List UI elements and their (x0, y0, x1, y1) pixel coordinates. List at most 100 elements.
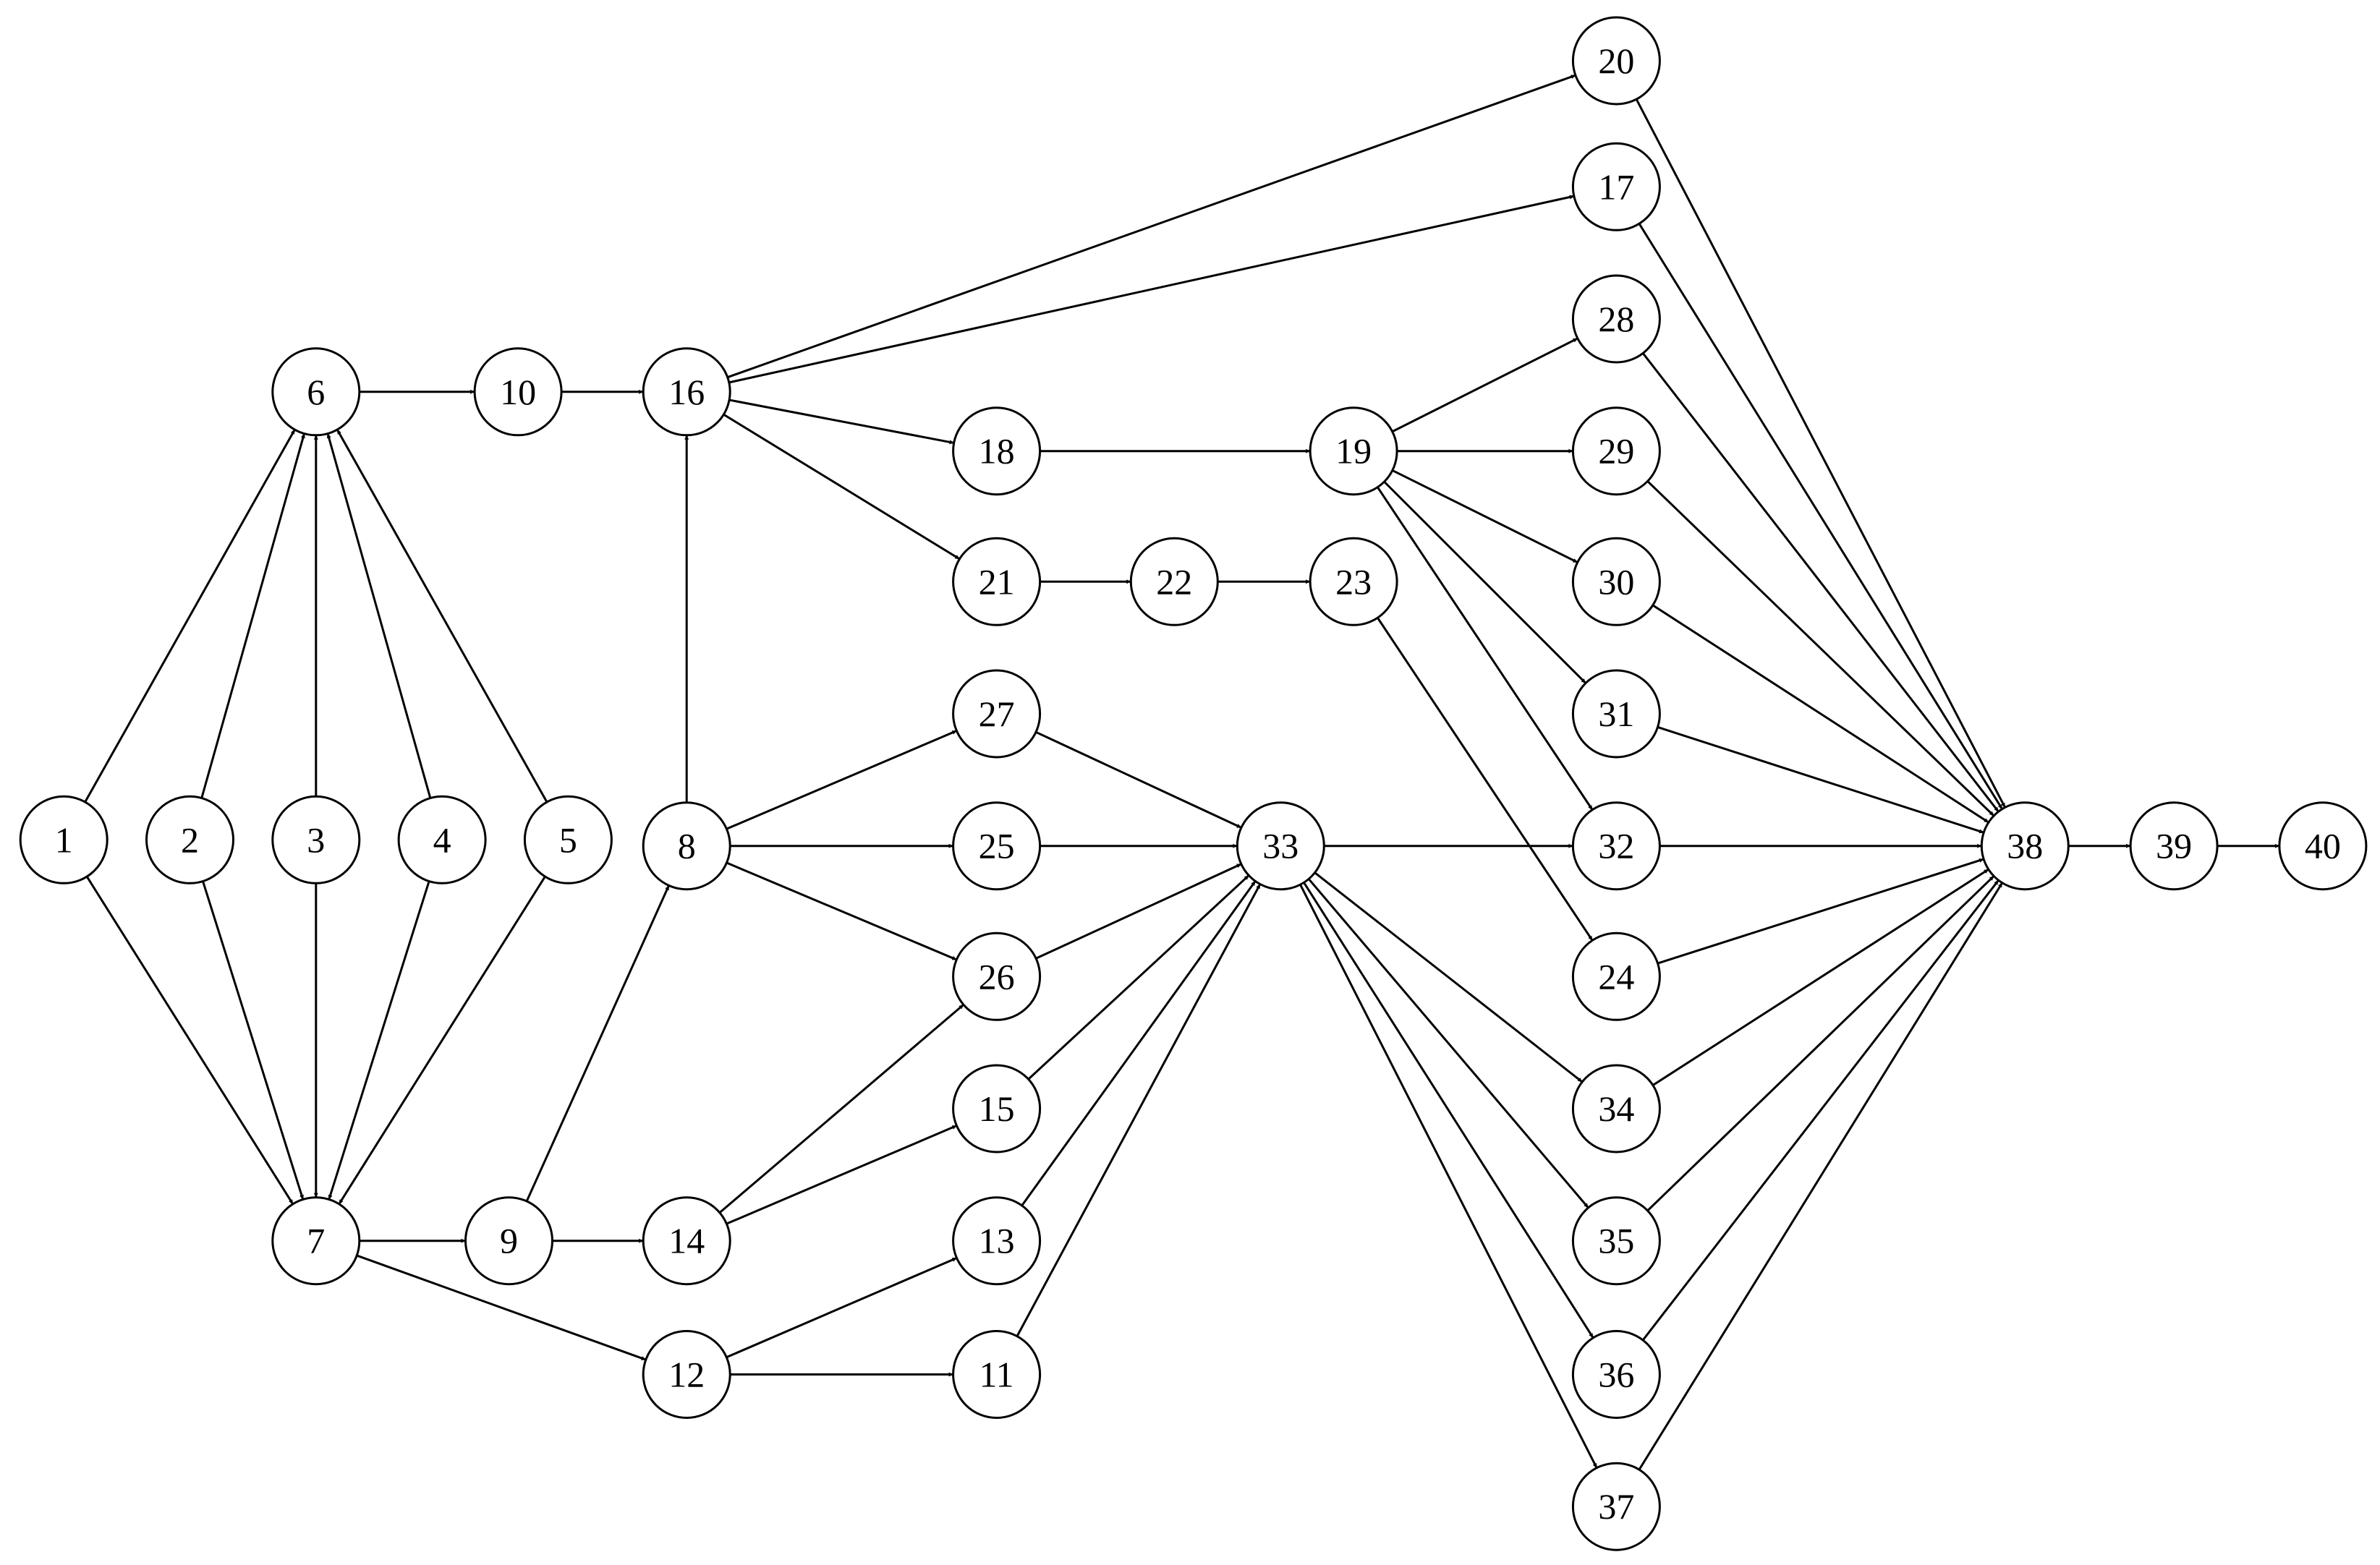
node-circle (2129, 801, 2219, 891)
node-7: 7 (271, 1196, 361, 1286)
node-circle (397, 795, 487, 884)
edge-20-to-38 (1635, 98, 2006, 809)
node-circle (1571, 406, 1661, 496)
node-label: 38 (2007, 826, 2043, 866)
node-label: 21 (979, 561, 1015, 602)
node-label: 28 (1598, 299, 1634, 339)
node-label: 31 (1598, 694, 1634, 734)
edge-19-to-32 (1377, 486, 1594, 811)
node-21: 21 (952, 537, 1042, 626)
node-circle (952, 801, 1042, 891)
edge-36-to-38 (1641, 879, 1999, 1341)
node-6: 6 (271, 347, 361, 437)
node-circle (952, 406, 1042, 496)
edge-16-to-17 (728, 195, 1575, 384)
node-circle (952, 1064, 1042, 1154)
node-31: 31 (1571, 669, 1661, 759)
node-label: 22 (1156, 561, 1192, 602)
edge-27-to-33 (1035, 730, 1242, 829)
node-label: 16 (668, 372, 705, 412)
node-circle (642, 801, 731, 891)
node-label: 6 (307, 372, 325, 412)
node-label: 14 (668, 1221, 705, 1261)
node-circle (642, 1196, 731, 1286)
node-34: 34 (1571, 1064, 1661, 1154)
node-17: 17 (1571, 142, 1661, 231)
edge-1-to-7 (85, 876, 294, 1205)
edge-34-to-38 (1652, 868, 1989, 1086)
edge-19-to-31 (1383, 481, 1587, 684)
node-9: 9 (464, 1196, 553, 1286)
node-3: 3 (271, 795, 361, 884)
node-label: 27 (979, 694, 1015, 734)
node-circle (271, 347, 361, 437)
node-label: 3 (307, 819, 325, 860)
node-circle (952, 1330, 1042, 1419)
node-label: 25 (979, 826, 1015, 866)
node-10: 10 (473, 347, 563, 437)
node-circle (2278, 801, 2368, 891)
edge-23-to-24 (1377, 617, 1594, 942)
node-label: 2 (181, 819, 199, 860)
edge-8-to-26 (726, 861, 957, 961)
edge-33-to-35 (1308, 878, 1589, 1208)
node-label: 15 (979, 1088, 1015, 1129)
node-circle (1571, 1462, 1661, 1551)
node-circle (145, 795, 234, 884)
node-circle (1571, 537, 1661, 626)
node-24: 24 (1571, 931, 1661, 1021)
edge-2-to-6 (200, 433, 305, 798)
node-label: 23 (1335, 561, 1372, 602)
edge-14-to-15 (726, 1125, 957, 1225)
node-label: 39 (2156, 826, 2192, 866)
edges-layer (84, 74, 2279, 1470)
edge-5-to-6 (336, 429, 548, 803)
edge-8-to-27 (726, 730, 957, 830)
node-label: 17 (1598, 166, 1634, 207)
node-circle (1571, 274, 1661, 364)
edge-11-to-33 (1016, 883, 1262, 1337)
node-circle (642, 347, 731, 437)
node-circle (952, 669, 1042, 759)
node-label: 7 (307, 1221, 325, 1261)
node-label: 20 (1598, 40, 1634, 81)
node-18: 18 (952, 406, 1042, 496)
node-35: 35 (1571, 1196, 1661, 1286)
node-label: 19 (1335, 431, 1372, 472)
node-label: 18 (979, 431, 1015, 472)
node-20: 20 (1571, 16, 1661, 106)
node-1: 1 (19, 795, 109, 884)
edge-15-to-33 (1027, 874, 1250, 1080)
edge-4-to-7 (328, 881, 430, 1200)
node-circle (1571, 16, 1661, 106)
node-circle (523, 795, 613, 884)
node-29: 29 (1571, 406, 1661, 496)
edge-26-to-33 (1035, 863, 1242, 960)
node-circle (1571, 931, 1661, 1021)
node-40: 40 (2278, 801, 2368, 891)
node-38: 38 (1980, 801, 2070, 891)
node-36: 36 (1571, 1330, 1661, 1419)
edge-9-to-8 (525, 884, 670, 1202)
node-circle (1980, 801, 2070, 891)
node-label: 36 (1598, 1355, 1634, 1395)
node-37: 37 (1571, 1462, 1661, 1551)
edge-12-to-13 (726, 1257, 958, 1359)
node-label: 9 (500, 1221, 518, 1261)
node-label: 33 (1262, 826, 1299, 866)
edge-16-to-20 (727, 74, 1576, 379)
node-39: 39 (2129, 801, 2219, 891)
node-label: 34 (1598, 1088, 1634, 1129)
node-23: 23 (1309, 537, 1398, 626)
node-label: 13 (979, 1221, 1015, 1261)
edge-33-to-37 (1299, 884, 1598, 1469)
edge-5-to-7 (338, 876, 546, 1205)
node-14: 14 (642, 1196, 731, 1286)
node-30: 30 (1571, 537, 1661, 626)
node-label: 1 (55, 819, 73, 860)
node-circle (1236, 801, 1325, 891)
node-circle (952, 931, 1042, 1021)
node-2: 2 (145, 795, 234, 884)
node-label: 32 (1598, 826, 1634, 866)
